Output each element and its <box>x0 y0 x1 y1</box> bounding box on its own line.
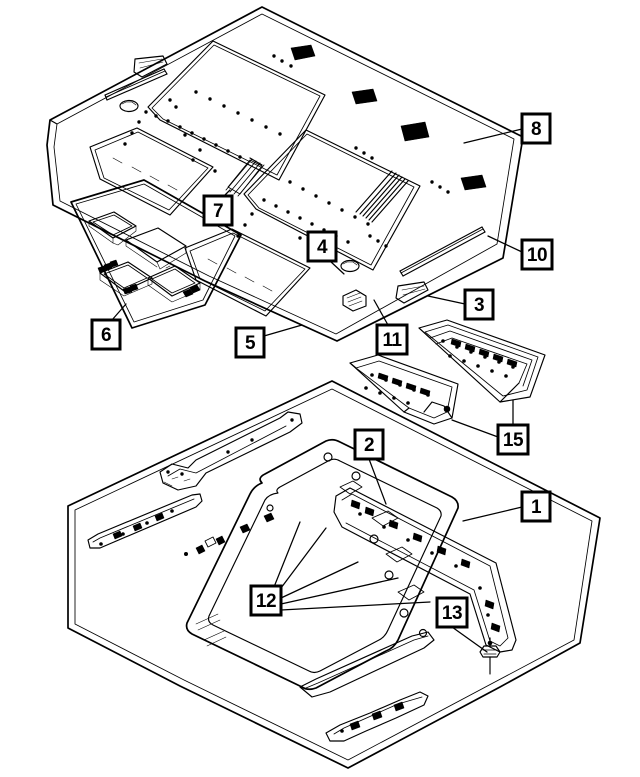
guide-rail-upper-slots <box>441 338 518 378</box>
dome-lamp-opening-left <box>119 99 139 113</box>
callout-12[interactable]: 12 <box>249 584 283 617</box>
leader-1 <box>462 506 523 522</box>
headliner-aperture-front-inner <box>247 133 415 266</box>
callout-2[interactable]: 2 <box>353 428 385 461</box>
callout-12-label: 12 <box>256 591 276 612</box>
leader-12-fan <box>271 521 431 611</box>
headliner-aperture-rear <box>147 40 326 181</box>
headliner-aperture-rear-inner <box>151 44 321 176</box>
retainer-grommet-item13 <box>479 637 501 675</box>
leader-6 <box>111 303 127 321</box>
callout-15-label: 15 <box>503 430 524 451</box>
callout-13-label: 13 <box>442 603 462 624</box>
callout-3[interactable]: 3 <box>463 288 495 321</box>
mechanism-rail-right <box>333 487 517 653</box>
mechanism-arm-bottom <box>325 691 429 742</box>
callout-11-label: 11 <box>382 330 402 351</box>
reinforcement-bracket-upper <box>159 411 303 491</box>
headliner-assembly <box>46 6 524 342</box>
leader-15b <box>451 419 499 438</box>
lower-outer-panel-inner-edge <box>74 388 593 761</box>
callout-boxes: 8 10 3 4 7 5 6 11 <box>90 112 554 629</box>
callout-1-label: 1 <box>531 497 542 518</box>
callout-4[interactable]: 4 <box>306 230 338 263</box>
trim-panel-detail <box>70 179 242 329</box>
lower-outer-panel <box>67 380 601 769</box>
headliner-corner-chamfer <box>49 119 58 125</box>
guide-rail-upper <box>418 319 546 403</box>
callout-3-label: 3 <box>474 295 484 316</box>
callout-8[interactable]: 8 <box>520 112 552 145</box>
callout-13[interactable]: 13 <box>435 596 469 629</box>
sunroof-frame <box>185 438 459 691</box>
weatherstrip-rear-left <box>104 68 168 101</box>
headliner-inner-edge <box>53 13 515 335</box>
callout-1[interactable]: 1 <box>520 490 552 523</box>
frame-edge-fasteners <box>184 512 275 556</box>
leader-5 <box>263 324 303 337</box>
leader-4 <box>329 260 345 275</box>
callout-6-label: 6 <box>101 325 111 346</box>
trim-lamp-lens <box>147 265 201 303</box>
assist-handle-boss-right <box>395 281 429 304</box>
leader-2 <box>368 458 387 505</box>
callout-4-label: 4 <box>317 237 328 258</box>
headliner-tray-right <box>184 228 311 317</box>
headliner-fastener-holes <box>123 54 450 254</box>
trim-bezel-b <box>125 227 187 270</box>
callout-7[interactable]: 7 <box>202 194 234 227</box>
leader-lines <box>111 128 523 653</box>
leader-8 <box>463 128 523 144</box>
dome-lamp-opening-right <box>340 259 360 273</box>
leader-11 <box>373 299 389 326</box>
leader-3 <box>427 295 466 305</box>
lower-frame-assembly <box>67 380 601 769</box>
headliner-channel-item7 <box>225 157 409 223</box>
frame-lower-tab <box>299 631 435 698</box>
guide-rails <box>349 319 546 425</box>
callout-2-label: 2 <box>364 435 374 456</box>
headliner-aperture-front <box>243 129 421 271</box>
callout-7-label: 7 <box>213 201 223 222</box>
callout-10-label: 10 <box>527 245 547 266</box>
leader-10 <box>487 235 523 253</box>
headliner-clip-blocks <box>290 44 487 191</box>
callout-5-label: 5 <box>245 333 256 354</box>
reinforcement-rail-left <box>87 493 203 549</box>
weatherstrip-item10 <box>399 226 486 277</box>
callout-10[interactable]: 10 <box>520 238 554 271</box>
callout-15[interactable]: 15 <box>496 423 530 456</box>
leader-13 <box>451 626 488 653</box>
trim-detail-panel-outline <box>70 179 242 329</box>
sunroof-motor-item11 <box>342 289 367 312</box>
guide-rail-lower <box>349 354 459 425</box>
assist-handle-boss-left <box>133 55 168 78</box>
trim-switch-module <box>97 259 153 297</box>
mechanism-rail-right-slots <box>350 499 501 633</box>
headliner-tray-left <box>89 127 214 216</box>
trim-bezel-a <box>88 211 137 246</box>
callout-11[interactable]: 11 <box>375 323 409 356</box>
callout-5[interactable]: 5 <box>234 326 266 359</box>
callout-8-label: 8 <box>531 119 541 140</box>
callout-6[interactable]: 6 <box>90 318 122 351</box>
guide-rail-lower-slots <box>364 372 431 405</box>
